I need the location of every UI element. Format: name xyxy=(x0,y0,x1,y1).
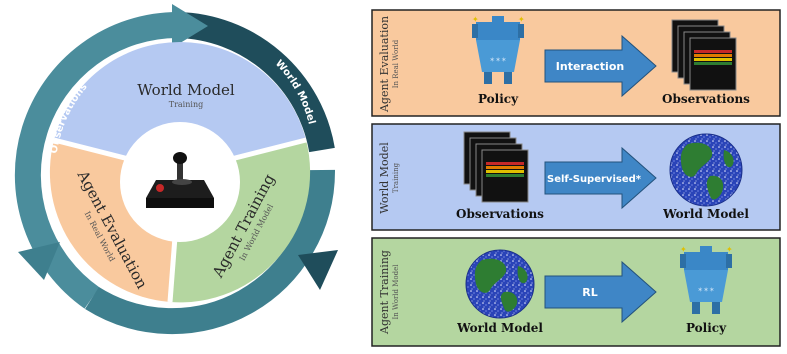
svg-text:✶✶✶: ✶✶✶ xyxy=(489,56,507,64)
panel2-side-subtitle: Training xyxy=(392,162,400,193)
panel3-side-title: Agent Training xyxy=(378,250,391,335)
arrow-self-supervised: Self-Supervised* xyxy=(544,146,657,210)
panel1-side-subtitle: In Real World xyxy=(392,39,400,88)
panel-agent-evaluation: Agent Evaluation In Real World ✶✶✶ ✦ ✦ P… xyxy=(371,9,781,117)
arrowhead-right xyxy=(298,250,338,290)
svg-text:✶✶✶: ✶✶✶ xyxy=(697,286,715,294)
panel2-left-caption: Observations xyxy=(456,207,544,221)
panel-world-model: World Model Training Observations Self-S… xyxy=(371,123,781,231)
panel2-side-title: World Model xyxy=(378,142,391,214)
panel1-left-caption: Policy xyxy=(478,92,519,106)
globe-icon xyxy=(465,249,535,319)
ring-label-policy: Policy xyxy=(170,334,205,346)
arrow-rl-label: RL xyxy=(582,286,597,299)
globe-icon xyxy=(669,133,743,207)
screen-stack-icon xyxy=(463,131,529,203)
arrow-interaction: Interaction xyxy=(544,34,657,98)
segment-world-model-title: World Model xyxy=(137,81,235,99)
arrow-interaction-label: Interaction xyxy=(556,60,624,73)
panel3-side-subtitle: In World Model xyxy=(392,264,400,320)
outer-ring xyxy=(14,4,338,335)
arrow-self-supervised-label: Self-Supervised* xyxy=(547,174,642,185)
robot-icon: ✶✶✶ ✦ ✦ xyxy=(472,15,525,84)
arrowhead-top xyxy=(172,4,208,48)
panel-agent-training: Agent Training In World Model World Mode… xyxy=(371,237,781,347)
panel1-side-title: Agent Evaluation xyxy=(378,16,391,113)
svg-text:✦: ✦ xyxy=(472,15,479,24)
arrowhead-left xyxy=(18,242,60,280)
svg-text:✦: ✦ xyxy=(726,245,733,254)
panel3-left-caption: World Model xyxy=(456,321,543,335)
cycle-diagram: World Model Training Agent Training In W… xyxy=(14,4,338,346)
panel3-right-caption: Policy xyxy=(686,321,727,335)
joystick-icon xyxy=(146,152,214,208)
arrow-rl: RL xyxy=(544,260,657,324)
panel2-right-caption: World Model xyxy=(662,207,749,221)
panel1-right-caption: Observations xyxy=(662,92,750,106)
segment-world-model-subtitle: Training xyxy=(169,100,203,109)
svg-text:✦: ✦ xyxy=(518,15,525,24)
robot-icon: ✶✶✶ ✦ ✦ xyxy=(680,245,733,314)
svg-text:✦: ✦ xyxy=(680,245,687,254)
screen-stack-icon xyxy=(671,19,737,91)
